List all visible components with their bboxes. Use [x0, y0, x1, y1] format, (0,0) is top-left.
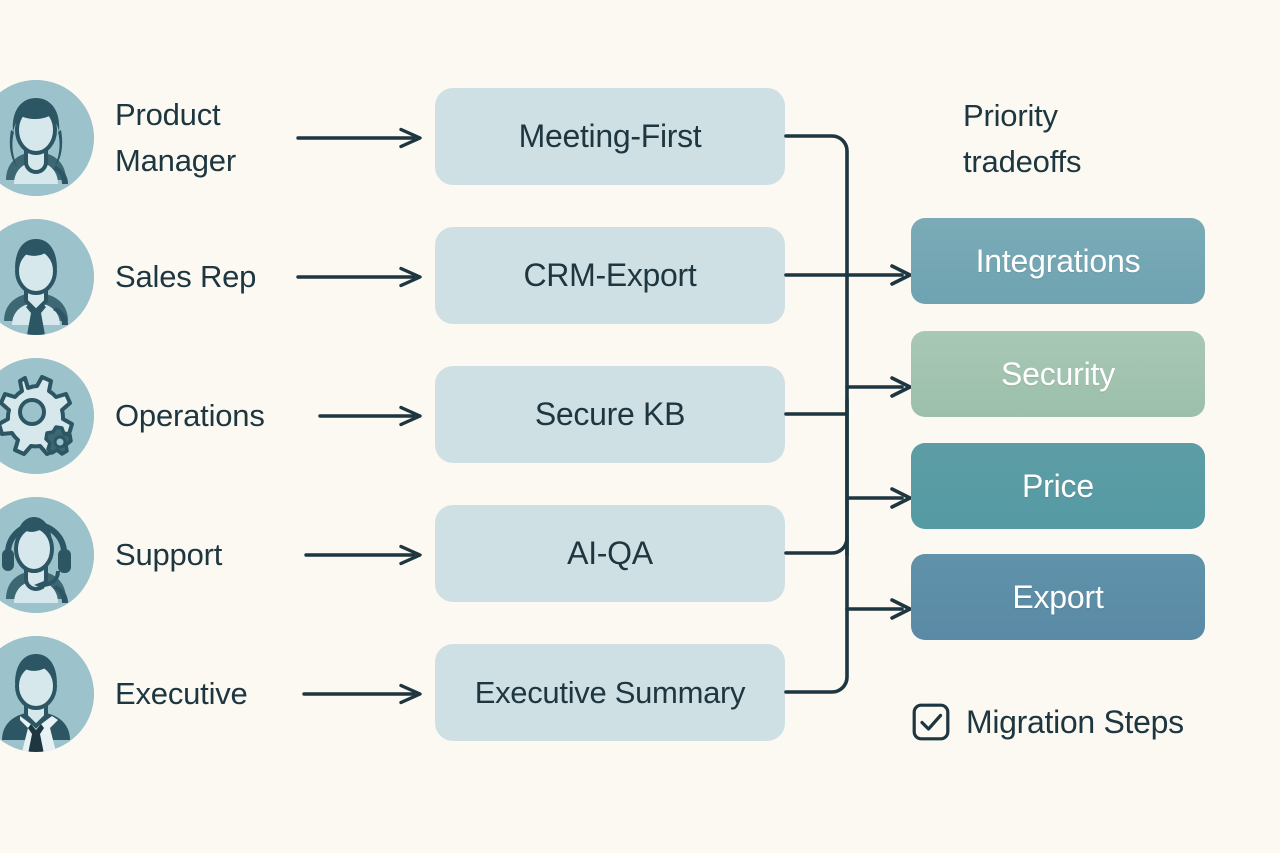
fanout-arrowhead-price [890, 487, 912, 509]
tradeoff-box-security[interactable]: Security [911, 331, 1205, 417]
persona-row-product-manager[interactable]: Product Manager [0, 73, 430, 203]
tradeoff-label: Security [1001, 355, 1115, 392]
persona-label: Operations [115, 398, 265, 434]
tradeoff-box-export[interactable]: Export [911, 554, 1205, 640]
migration-steps-label: Migration Steps [966, 703, 1184, 740]
capability-label: Executive Summary [474, 674, 746, 710]
capability-box-meeting-first[interactable]: Meeting-First [435, 88, 785, 185]
bus-connector-lines [784, 134, 912, 694]
capability-label: AI-QA [567, 535, 653, 571]
persona-label: Product Manager [115, 97, 236, 178]
capability-label: Secure KB [534, 396, 686, 432]
priority-title-line-2: tradeoffs [963, 143, 1082, 179]
persona-label: Sales Rep [115, 259, 257, 295]
persona-row-sales-rep[interactable]: Sales Rep [0, 212, 430, 342]
tradeoff-box-price[interactable]: Price [911, 443, 1205, 529]
arrow-right-icon [296, 266, 426, 288]
capability-label: CRM-Export [523, 257, 697, 293]
tradeoff-box-integrations[interactable]: Integrations [911, 218, 1205, 304]
capability-box-crm-export[interactable]: CRM-Export [435, 227, 785, 324]
fanout-arrowhead-export [890, 598, 912, 620]
arrow-right-icon [302, 683, 426, 705]
arrow-right-icon [296, 127, 426, 149]
feed-ai-qa [784, 536, 849, 555]
trunk-line-bottom [784, 398, 849, 694]
tradeoff-label: Integrations [975, 242, 1141, 279]
persona-label: Support [115, 537, 223, 573]
arrow-right-icon [318, 405, 426, 427]
avatar-man-tie-icon [0, 219, 94, 335]
priority-tradeoffs-title: Priority tradeoffs [963, 93, 1213, 184]
avatar-woman-icon [0, 80, 94, 196]
capability-label: Meeting-First [518, 118, 702, 154]
persona-row-executive[interactable]: Executive [0, 629, 430, 759]
fanout-arrowhead-security [890, 376, 912, 398]
persona-label: Executive [115, 676, 248, 712]
persona-row-operations[interactable]: Operations [0, 351, 430, 481]
tradeoff-label: Price [1022, 467, 1094, 504]
checkbox-checked-icon[interactable] [912, 703, 950, 741]
fanout-arrowhead-integrations [890, 264, 912, 286]
capability-box-executive-summary[interactable]: Executive Summary [435, 644, 785, 741]
capability-box-secure-kb[interactable]: Secure KB [435, 366, 785, 463]
capability-box-ai-qa[interactable]: AI-QA [435, 505, 785, 602]
priority-title-line-1: Priority [963, 98, 1058, 133]
migration-steps-row[interactable]: Migration Steps [912, 703, 1184, 741]
avatar-headset-icon [0, 497, 94, 613]
avatar-executive-suit-icon [0, 636, 94, 752]
arrow-right-icon [304, 544, 426, 566]
trunk-line-top [784, 134, 849, 557]
tradeoff-label: Export [1012, 578, 1104, 615]
gear-icon [0, 358, 94, 474]
persona-row-support[interactable]: Support [0, 490, 430, 620]
